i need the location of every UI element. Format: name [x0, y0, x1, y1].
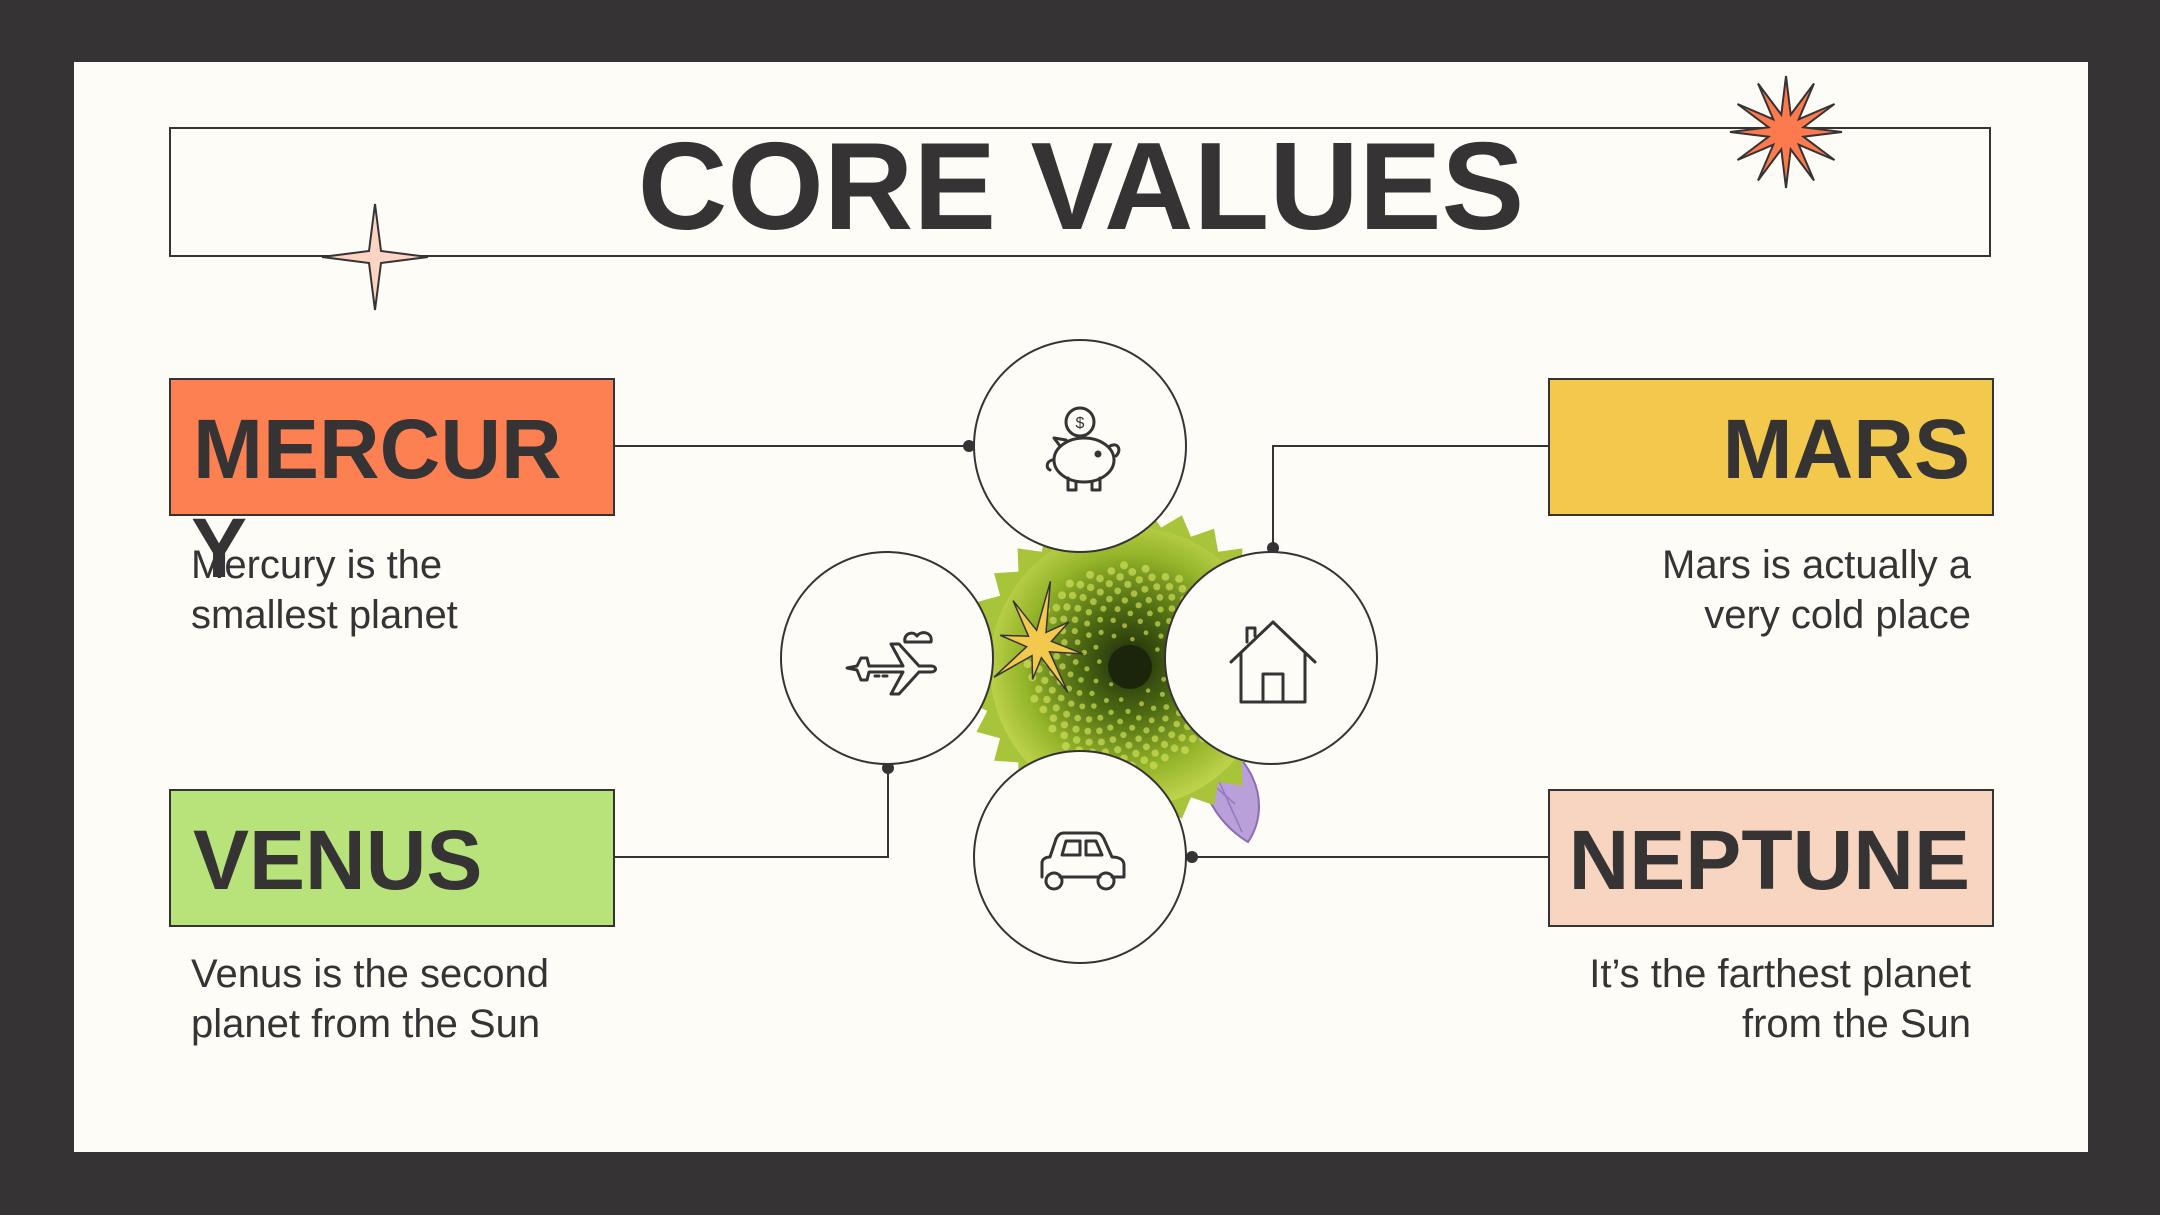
neptune-label-box: NEPTUNE	[1548, 789, 1994, 927]
yellow-star-icon	[993, 581, 1084, 693]
house-icon	[1229, 620, 1317, 704]
page-title: CORE VALUES	[637, 118, 1525, 256]
mars-label-box: MARS	[1548, 378, 1994, 516]
orange-burst-icon	[1729, 75, 1843, 189]
piggy-bank-circle: $	[973, 339, 1187, 553]
neptune-description: It’s the farthest planet from the Sun	[1589, 952, 1971, 1046]
mercury-description: Mercury is the smallest planet	[191, 543, 458, 637]
house-circle	[1164, 551, 1378, 765]
slide: CORE VALUES	[74, 62, 2088, 1152]
piggy-bank-icon: $	[1045, 406, 1121, 492]
title-frame	[169, 127, 1991, 257]
mars-description: Mars is actually a very cold place	[1662, 543, 1971, 637]
svg-text:$: $	[1076, 415, 1085, 432]
venus-description: Venus is the second planet from the Sun	[191, 952, 550, 1046]
airplane-icon	[845, 631, 937, 696]
venus-label-box: VENUS	[169, 789, 615, 927]
car-icon	[1040, 831, 1126, 891]
airplane-circle	[780, 551, 994, 765]
mars-title: MARS	[1722, 402, 1970, 496]
car-circle	[973, 750, 1187, 964]
sparkle-star-icon	[321, 203, 429, 311]
neptune-title: NEPTUNE	[1568, 813, 1970, 907]
mercury-title-overflow: Y	[191, 501, 248, 595]
mercury-label-box: MERCUR	[169, 378, 615, 516]
mercury-title: MERCUR	[193, 402, 562, 496]
venus-title: VENUS	[193, 813, 483, 907]
